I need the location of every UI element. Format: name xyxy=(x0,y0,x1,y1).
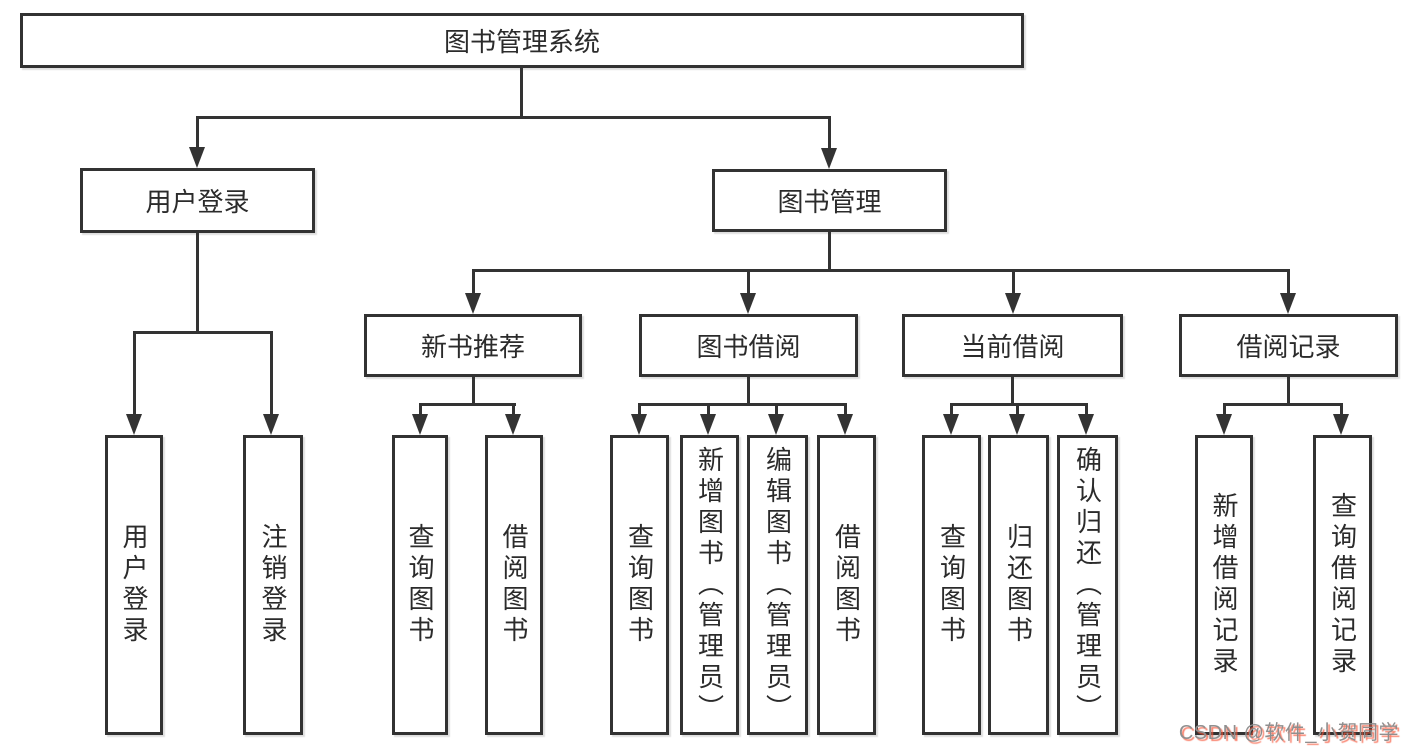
arrow-down-icon xyxy=(465,293,481,314)
leaf-label: 借阅图书 xyxy=(499,523,529,647)
arrow-down-icon xyxy=(1009,414,1025,435)
connector-current-borrowing-riser xyxy=(1011,377,1014,406)
arrow-down-icon xyxy=(768,414,784,435)
leaf-label: 确认归还（管理员） xyxy=(1072,445,1103,725)
node-book-borrowing: 图书借阅 xyxy=(639,314,858,377)
leaf-confirm-return-admin: 确认归还（管理员） xyxy=(1057,435,1118,735)
node-borrowing-records: 借阅记录 xyxy=(1179,314,1398,377)
node-current-borrowing: 当前借阅 xyxy=(902,314,1123,377)
leaf-label: 用户登录 xyxy=(119,523,149,647)
connector-to-user-login xyxy=(196,116,199,149)
connector-to-leaf xyxy=(950,403,953,415)
connector-book-borrowing-crossbar xyxy=(638,403,847,406)
connector-new-book-riser xyxy=(472,377,475,406)
connector-to-leaf xyxy=(419,403,422,415)
connector-root-riser xyxy=(520,66,523,118)
arrow-down-icon xyxy=(700,414,716,435)
leaf-label: 编辑图书（管理员） xyxy=(762,445,793,725)
node-library-system: 图书管理系统 xyxy=(20,13,1024,68)
leaf-query-books-borrowing: 查询图书 xyxy=(610,435,669,735)
leaf-borrow-books-borrowing: 借阅图书 xyxy=(817,435,876,735)
node-book-management: 图书管理 xyxy=(712,169,947,232)
connector-book-mgmt-crossbar xyxy=(472,269,1290,272)
arrow-down-icon xyxy=(740,293,756,314)
connector-to-book-management xyxy=(828,116,831,149)
arrow-down-icon xyxy=(837,414,853,435)
arrow-down-icon xyxy=(1078,414,1094,435)
connector-to-leaf xyxy=(1016,403,1019,415)
arrow-down-icon xyxy=(263,414,279,435)
leaf-add-borrow-record: 新增借阅记录 xyxy=(1195,435,1253,735)
connector-to-book-borrowing xyxy=(747,269,750,295)
arrow-down-icon xyxy=(631,414,647,435)
arrow-down-icon xyxy=(1005,293,1021,314)
leaf-label: 新增图书（管理员） xyxy=(694,445,725,725)
leaf-label: 归还图书 xyxy=(1003,523,1034,647)
leaf-label: 查询图书 xyxy=(405,523,435,647)
connector-to-leaf xyxy=(1223,403,1226,415)
connector-to-borrowing-records xyxy=(1287,269,1290,295)
connector-book-borrowing-riser xyxy=(747,377,750,406)
csdn-watermark: CSDN @软件_小贺同学 xyxy=(1178,722,1399,744)
leaf-query-books-current: 查询图书 xyxy=(922,435,981,735)
arrow-down-icon xyxy=(1280,293,1296,314)
leaf-label: 新增借阅记录 xyxy=(1209,492,1239,678)
connector-to-leaf xyxy=(1340,403,1343,415)
connector-to-leaf xyxy=(775,403,778,415)
leaf-label: 查询借阅记录 xyxy=(1327,492,1358,678)
leaf-return-books: 归还图书 xyxy=(988,435,1049,735)
connector-to-leaf xyxy=(1085,403,1088,415)
leaf-borrow-books-recommend: 借阅图书 xyxy=(485,435,543,735)
arrow-down-icon xyxy=(1216,414,1232,435)
arrow-down-icon xyxy=(821,148,837,169)
leaf-user-login: 用户登录 xyxy=(105,435,163,735)
leaf-label: 查询图书 xyxy=(936,523,967,647)
leaf-add-books-admin: 新增图书（管理员） xyxy=(680,435,739,735)
node-user-login: 用户登录 xyxy=(80,168,315,233)
arrow-down-icon xyxy=(1333,414,1349,435)
node-new-book-recommend: 新书推荐 xyxy=(364,314,582,377)
connector-borrowing-records-riser xyxy=(1287,377,1290,406)
connector-borrowing-records-crossbar xyxy=(1223,403,1343,406)
leaf-edit-books-admin: 编辑图书（管理员） xyxy=(747,435,808,735)
leaf-label: 借阅图书 xyxy=(831,523,862,647)
leaf-label: 注销登录 xyxy=(258,523,288,647)
connector-to-leaf xyxy=(512,403,515,415)
arrow-down-icon xyxy=(412,414,428,435)
connector-current-borrowing-crossbar xyxy=(950,403,1088,406)
arrow-down-icon xyxy=(126,414,142,435)
connector-new-book-crossbar xyxy=(419,403,516,406)
arrow-down-icon xyxy=(189,147,205,168)
connector-user-login-crossbar xyxy=(133,331,273,334)
arrow-down-icon xyxy=(505,414,521,435)
connector-to-leaf xyxy=(133,331,136,415)
connector-user-login-riser xyxy=(196,233,199,333)
connector-to-current-borrowing xyxy=(1012,269,1015,295)
connector-to-leaf xyxy=(844,403,847,415)
connector-to-leaf xyxy=(638,403,641,415)
connector-root-crossbar xyxy=(196,116,831,119)
leaf-label: 查询图书 xyxy=(624,523,655,647)
leaf-query-books-recommend: 查询图书 xyxy=(392,435,448,735)
connector-book-mgmt-riser xyxy=(828,232,831,271)
leaf-query-borrow-record: 查询借阅记录 xyxy=(1313,435,1372,735)
arrow-down-icon xyxy=(943,414,959,435)
connector-to-new-book xyxy=(472,269,475,295)
connector-to-leaf xyxy=(270,331,273,415)
connector-to-leaf xyxy=(707,403,710,415)
leaf-logout-login: 注销登录 xyxy=(243,435,303,735)
